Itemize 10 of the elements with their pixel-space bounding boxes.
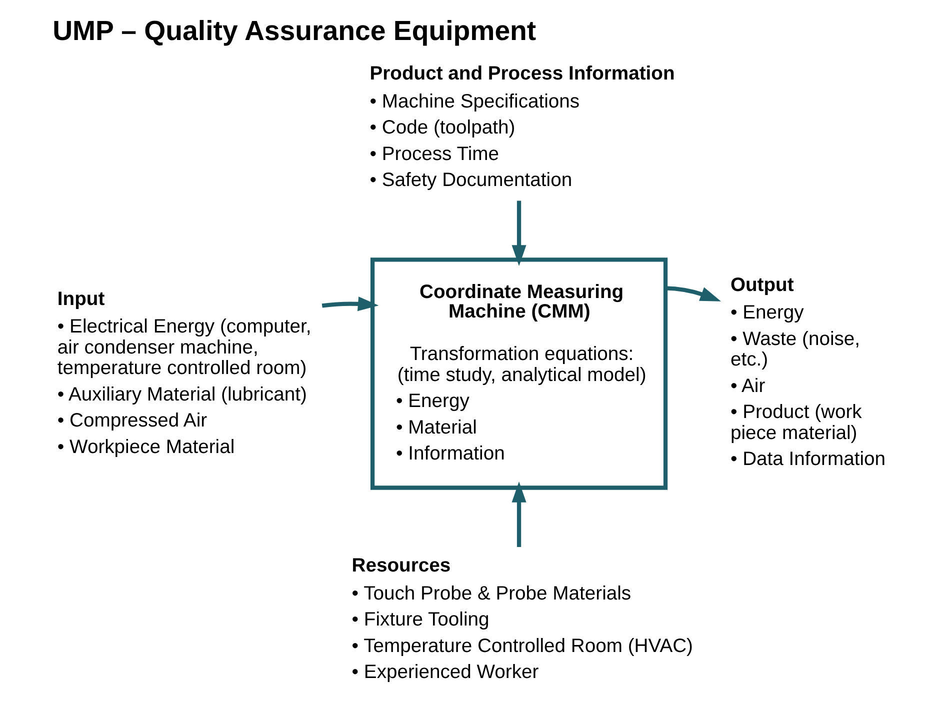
node-text: Resources • Touch Probe & Probe Materials • Fixture Tooling • Temperature Controlled Room (HVAC) • Experienced Worker	[352, 554, 693, 684]
node-text: Product and Process Information • Machine Specifications • Code (toolpath) • Process Time • Safety Documentation	[370, 62, 675, 192]
arrow	[512, 482, 526, 547]
node-text: Input • Electrical Energy (computer, air condenser machine, temperature controlled room) • Auxiliary Material (lubricant) • Compressed Air • Workpiece Material	[57, 288, 312, 458]
arrow	[512, 200, 526, 266]
arrow	[322, 296, 379, 312]
node-text: Output • Energy • Waste (noise, etc.) • Air • Product (work piece material) • Data Information	[730, 274, 886, 470]
arrow	[666, 286, 722, 302]
diagram-title: UMP – Quality Assurance Equipment	[52, 14, 536, 46]
node-box: Coordinate Measuring Machine (CMM) Transformation equations: (time study, analytical model) • Energy • Material • Information	[370, 258, 668, 490]
